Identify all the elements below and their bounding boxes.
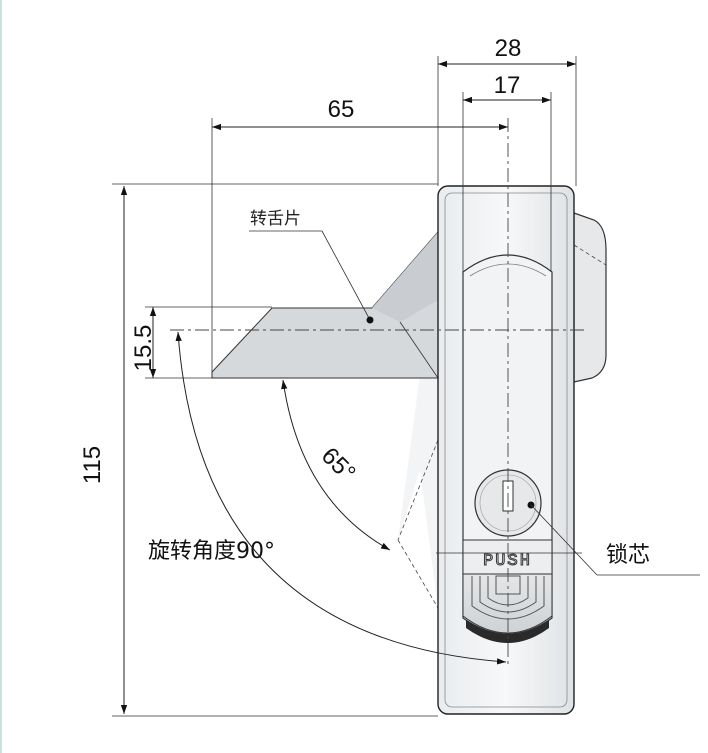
rear-mount-tab [573,212,607,383]
dim-65: 65 [212,96,508,131]
angle-65: 65° [281,379,391,551]
rotation-label: 旋转角度90° [148,539,275,564]
svg-text:65: 65 [328,96,355,123]
push-button[interactable]: PUSH [462,539,553,643]
svg-text:15.5: 15.5 [130,325,157,372]
dim-17: 17 [463,72,551,104]
svg-text:115: 115 [79,446,106,484]
rotation-angle-90: 旋转角度90° [148,331,507,665]
svg-text:65°: 65° [316,442,361,487]
lock-core-label: 锁芯 [606,543,650,568]
svg-text:28: 28 [495,35,522,62]
lock-core-callout: 锁芯 [527,501,700,576]
tongue-label: 转舌片 [250,209,301,229]
push-label: PUSH [483,552,532,571]
tongue-callout: 转舌片 [249,209,374,324]
tongue-plate [211,230,439,379]
dim-115: 115 [79,186,128,714]
dim-28: 28 [438,35,576,68]
dim-15-5: 15.5 [130,307,157,378]
svg-text:17: 17 [494,72,521,99]
